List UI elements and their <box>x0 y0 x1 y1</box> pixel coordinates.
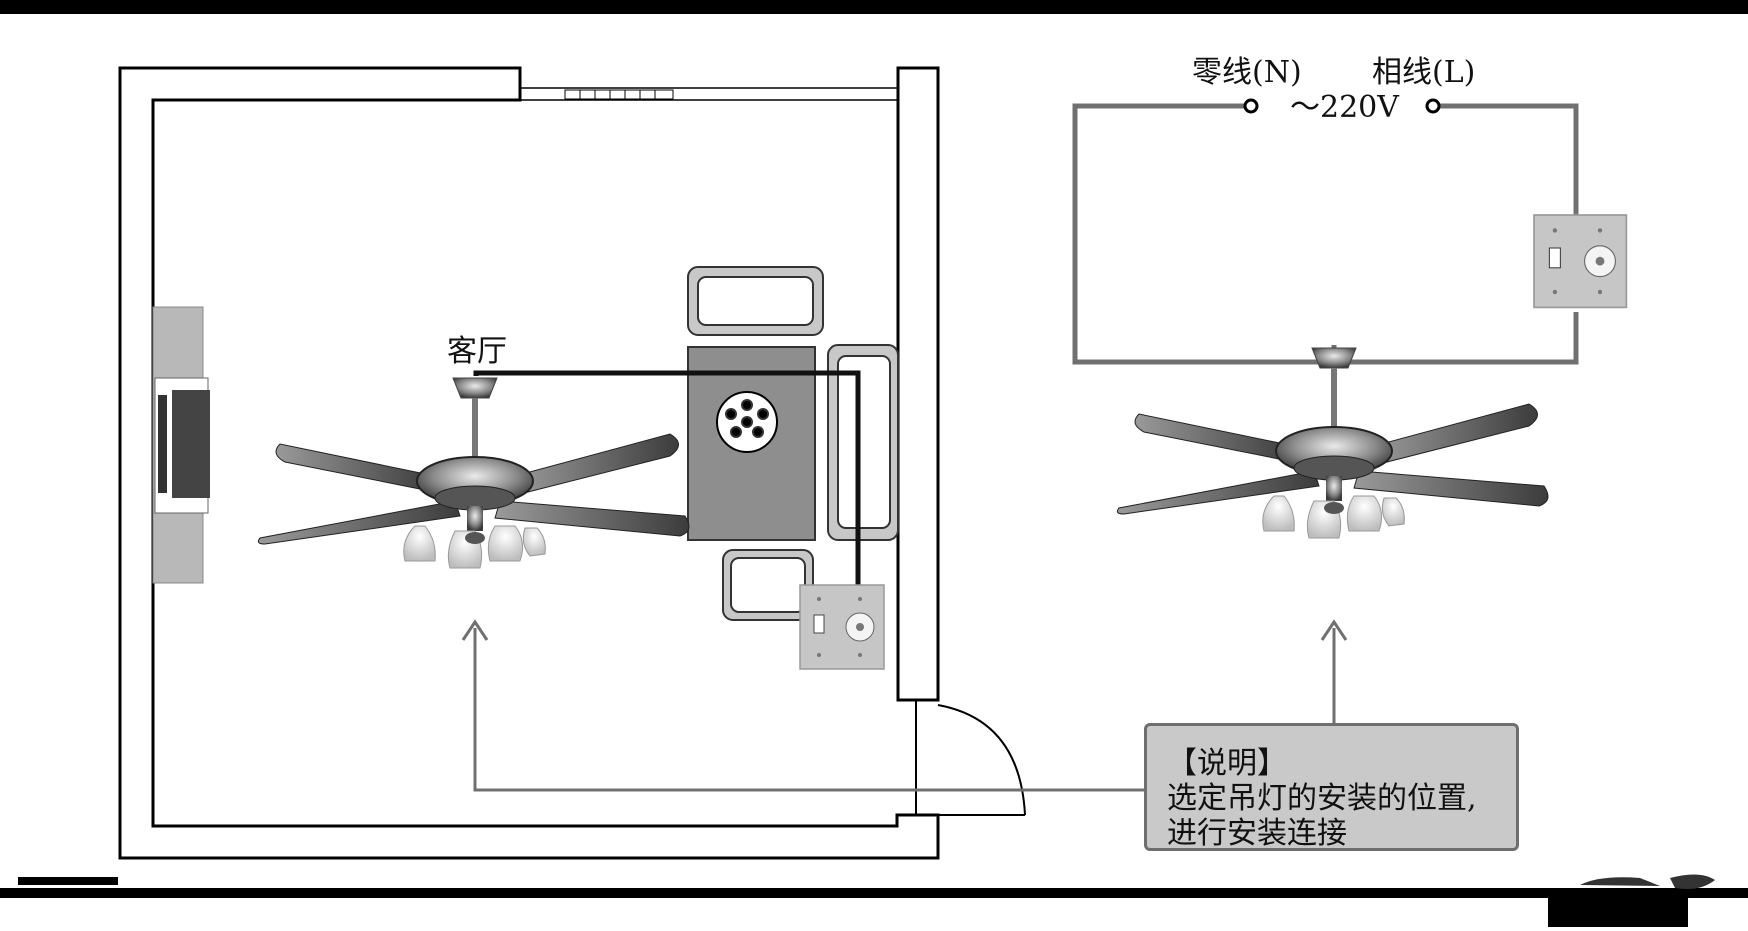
note-line: 选定吊灯的安装的位置, <box>1167 781 1477 816</box>
ceiling-fan-icon <box>1116 347 1549 539</box>
bottom-rule <box>0 888 1748 898</box>
wall-switch-icon <box>1533 214 1628 309</box>
terminal-icon <box>1425 98 1441 114</box>
note-heading: 【说明】 <box>1167 746 1287 781</box>
supply-circuit <box>1072 103 1579 365</box>
note-line: 进行安装连接 <box>1167 816 1347 851</box>
room-wire <box>473 370 861 585</box>
callout-arrows <box>461 619 1348 792</box>
note-box: 【说明】 选定吊灯的安装的位置, 进行安装连接 <box>1144 723 1519 851</box>
terminal-icon <box>1243 98 1259 114</box>
top-rule <box>0 0 1748 14</box>
dining-set <box>687 266 899 621</box>
tv-cabinet <box>152 306 210 584</box>
voltage-label: ～220V <box>1290 90 1399 125</box>
neutral-label: 零线(N) <box>1192 55 1302 90</box>
room-label: 客厅 <box>447 334 507 369</box>
wall-switch-icon <box>799 584 885 670</box>
ceiling-fan-icon <box>257 377 690 569</box>
live-label: 相线(L) <box>1372 55 1476 90</box>
floor-plan <box>118 66 1026 860</box>
